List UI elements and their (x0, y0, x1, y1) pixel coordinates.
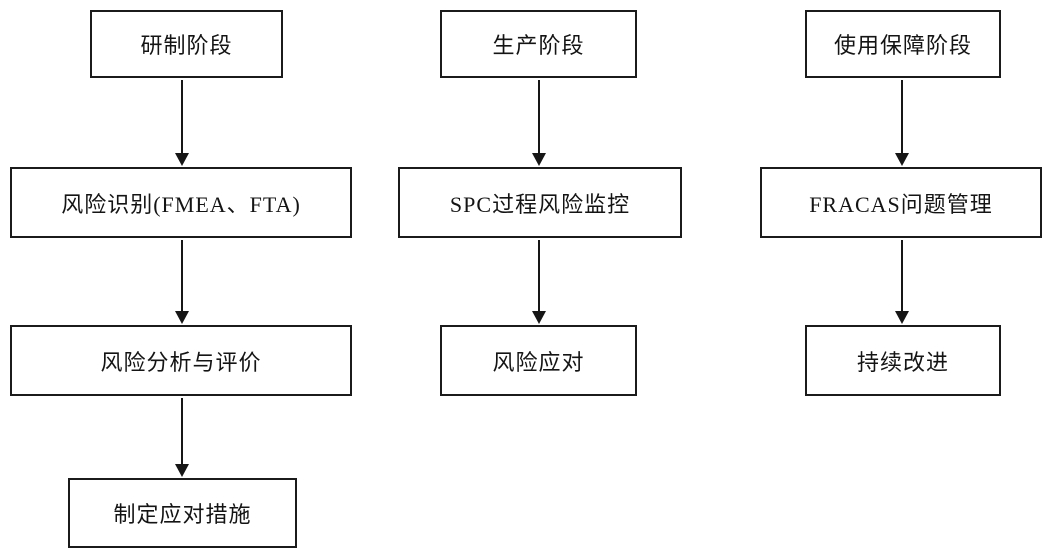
node-label: 风险应对 (492, 349, 585, 375)
arrow-head (175, 311, 189, 324)
arrow-down-icon (175, 240, 189, 324)
arrow-shaft (538, 80, 540, 153)
node-fracas-problem-management: FRACAS问题管理 (760, 167, 1042, 238)
node-label: 制定应对措施 (113, 502, 252, 527)
arrow-head (895, 153, 909, 166)
node-label: 持续改进 (856, 349, 949, 375)
node-risk-response: 风险应对 (440, 325, 637, 396)
node-label: 生产阶段 (492, 33, 585, 58)
arrow-head (532, 311, 546, 324)
node-production-phase: 生产阶段 (440, 10, 637, 78)
node-countermeasures: 制定应对措施 (68, 478, 297, 548)
arrow-head (532, 153, 546, 166)
node-label: FRACAS问题管理 (809, 191, 993, 217)
arrow-head (895, 311, 909, 324)
arrow-head (175, 464, 189, 477)
node-development-phase: 研制阶段 (90, 10, 283, 78)
node-label: 使用保障阶段 (833, 33, 972, 58)
arrow-shaft (181, 80, 183, 153)
node-label: 风险识别(FMEA、FTA) (61, 191, 301, 217)
arrow-down-icon (532, 240, 546, 324)
arrow-down-icon (532, 80, 546, 166)
arrow-down-icon (175, 398, 189, 477)
node-support-phase: 使用保障阶段 (805, 10, 1001, 78)
node-spc-risk-monitoring: SPC过程风险监控 (398, 167, 682, 238)
node-risk-identification: 风险识别(FMEA、FTA) (10, 167, 352, 238)
arrow-down-icon (175, 80, 189, 166)
node-risk-analysis-evaluation: 风险分析与评价 (10, 325, 352, 396)
arrow-down-icon (895, 80, 909, 166)
node-label: 研制阶段 (140, 33, 233, 58)
arrow-shaft (538, 240, 540, 311)
arrow-shaft (181, 240, 183, 311)
node-label: 风险分析与评价 (100, 349, 262, 375)
node-continuous-improvement: 持续改进 (805, 325, 1001, 396)
arrow-shaft (901, 80, 903, 153)
node-label: SPC过程风险监控 (449, 191, 631, 217)
arrow-down-icon (895, 240, 909, 324)
arrow-shaft (181, 398, 183, 464)
arrow-head (175, 153, 189, 166)
arrow-shaft (901, 240, 903, 311)
